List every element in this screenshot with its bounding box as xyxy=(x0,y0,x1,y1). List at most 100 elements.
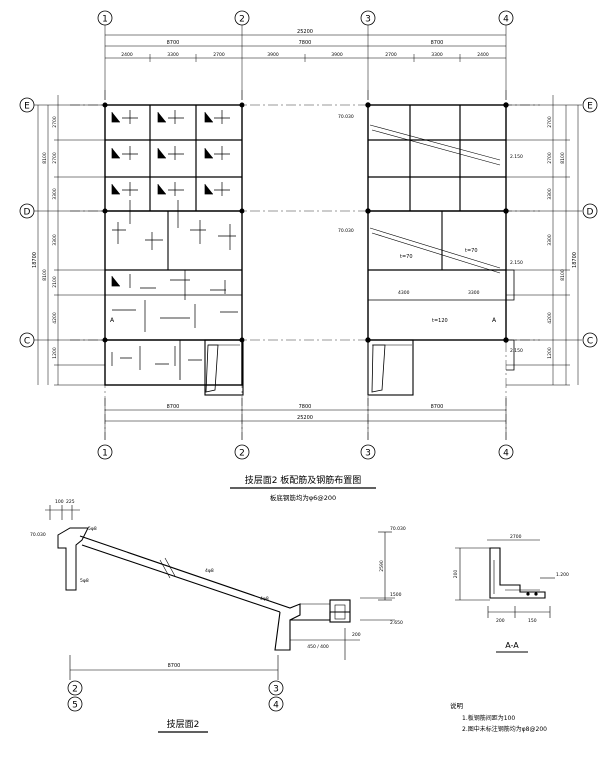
dim-bay-3: 8700 xyxy=(431,40,444,46)
left-dimensions xyxy=(34,95,105,386)
grid-bubble-2-top: 2 xyxy=(234,10,250,26)
grid-bubble-D-right: D xyxy=(582,203,598,219)
dim-side: 4200 xyxy=(52,312,58,324)
section-bubble-3-4: 3 4 xyxy=(268,680,284,712)
dim-side: 2700 xyxy=(52,152,58,164)
dim-bay-1-bottom: 8700 xyxy=(167,404,180,410)
top-dimensions xyxy=(104,25,507,100)
svg-text:2: 2 xyxy=(72,685,78,695)
section-dim: 100 xyxy=(55,499,64,505)
rebar-note: 5φ8 xyxy=(88,526,97,532)
section-bubble-2-5: 2 5 xyxy=(67,680,83,712)
slab-label: t=70 xyxy=(465,248,478,254)
section-elev: 70.030 xyxy=(390,526,406,532)
note-item: 2.图中未标注钢筋均为φ8@200 xyxy=(462,725,547,733)
dim-sub: 2400 xyxy=(121,52,133,58)
svg-text:C: C xyxy=(24,337,30,347)
detail-dim: 200 xyxy=(453,570,459,579)
rebar-note: 4φ8 xyxy=(205,568,214,574)
dim-sub: 3300 xyxy=(431,52,443,58)
dim-total-bottom: 25200 xyxy=(297,415,313,421)
grid-bubble-4-top: 4 xyxy=(498,10,514,26)
callout: 2.150 xyxy=(510,348,523,354)
callout: 2.150 xyxy=(510,260,523,266)
dim-bay-1: 8700 xyxy=(167,40,180,46)
dim-total-top: 25200 xyxy=(297,29,313,35)
svg-text:3: 3 xyxy=(365,449,371,459)
svg-text:2: 2 xyxy=(239,449,245,459)
section-title: 技层面2 xyxy=(167,718,200,730)
note-item: 1.板钢筋间距为100 xyxy=(462,714,515,722)
grid-bubble-E-right: E xyxy=(582,97,598,113)
svg-text:C: C xyxy=(587,337,593,347)
bottom-dimensions xyxy=(104,398,507,440)
grid-bubble-2-bottom: 2 xyxy=(234,444,250,460)
dim-side: 2700 xyxy=(52,116,58,128)
dim-side-total-right: 18700 xyxy=(572,252,578,268)
section-elev: 70.030 xyxy=(30,532,46,538)
dim-side: 2700 xyxy=(547,116,553,128)
grid-bubble-C-right: C xyxy=(582,332,598,348)
dim-side: 8100 xyxy=(42,269,48,281)
svg-text:4: 4 xyxy=(503,15,509,25)
slab-dim: 3300 xyxy=(468,290,480,296)
svg-text:4: 4 xyxy=(503,449,509,459)
dim-side: 2700 xyxy=(547,152,553,164)
dim-bay-2: 7800 xyxy=(299,40,312,46)
dim-side: 8100 xyxy=(42,152,48,164)
svg-text:4: 4 xyxy=(273,701,279,711)
grid-bubble-1-top: 1 xyxy=(97,10,113,26)
dim-sub: 3300 xyxy=(167,52,179,58)
svg-text:5: 5 xyxy=(72,701,78,711)
notes: 说明 1.板钢筋间距为100 2.图中未标注钢筋均为φ8@200 xyxy=(450,701,547,733)
section-dim: 200 xyxy=(352,632,361,638)
right-dimensions xyxy=(506,95,582,386)
dim-side: 8100 xyxy=(560,269,566,281)
section-dim: 2590 xyxy=(379,560,385,572)
grid-bubble-3-top: 3 xyxy=(360,10,376,26)
dim-side: 1200 xyxy=(52,347,58,359)
slab-label: t=70 xyxy=(400,254,413,260)
dim-side: 3300 xyxy=(52,188,58,200)
plan-view: 1 2 3 4 25200 8700 xyxy=(19,10,598,502)
svg-text:1: 1 xyxy=(102,449,108,459)
section-view: 100 225 70.030 70.030 1500 2.650 5φ8 4φ8… xyxy=(30,499,406,733)
dim-side: 3300 xyxy=(547,234,553,246)
grid-bubble-3-bottom: 3 xyxy=(360,444,376,460)
dim-sub: 3900 xyxy=(331,52,343,58)
grid-bubble-E-left: E xyxy=(19,97,35,113)
dim-sub: 3900 xyxy=(267,52,279,58)
dim-side: 3300 xyxy=(547,188,553,200)
section-dim-span: 8700 xyxy=(168,663,181,669)
section-mark-A: A xyxy=(110,317,115,324)
plan-subtitle: 板底钢筋均为φ6@200 xyxy=(270,493,336,502)
grid-axes xyxy=(70,90,540,440)
right-plan-slabs xyxy=(365,102,515,396)
callout: 2.150 xyxy=(510,154,523,160)
rebar-note: 4φ8 xyxy=(260,596,269,602)
dim-bay-3-bottom: 8700 xyxy=(431,404,444,410)
dim-side: 8100 xyxy=(560,152,566,164)
grid-bubble-4-bottom: 4 xyxy=(498,444,514,460)
section-mark-A: A xyxy=(492,317,497,324)
section-elev: 2.650 xyxy=(390,620,403,626)
section-dim: 450 / 400 xyxy=(307,644,329,650)
svg-text:3: 3 xyxy=(273,685,279,695)
detail-dim: 200 xyxy=(496,618,505,624)
svg-text:3: 3 xyxy=(365,15,371,25)
slab-dim: 4300 xyxy=(398,290,410,296)
svg-text:1: 1 xyxy=(102,15,108,25)
detail-dim: 150 xyxy=(528,618,537,624)
dim-sub: 2700 xyxy=(385,52,397,58)
callout: 70.030 xyxy=(338,114,354,120)
svg-text:E: E xyxy=(24,102,30,112)
svg-text:D: D xyxy=(24,208,31,218)
dim-side: 1200 xyxy=(547,347,553,359)
detail-A-A: 2700 200 200 150 1.200 A-A xyxy=(453,534,569,653)
section-dim: 225 xyxy=(66,499,75,505)
left-plan-rebars xyxy=(102,102,245,370)
dim-side: 3300 xyxy=(52,234,58,246)
dim-side-total-left: 18700 xyxy=(32,252,38,268)
dim-side: 4200 xyxy=(547,312,553,324)
